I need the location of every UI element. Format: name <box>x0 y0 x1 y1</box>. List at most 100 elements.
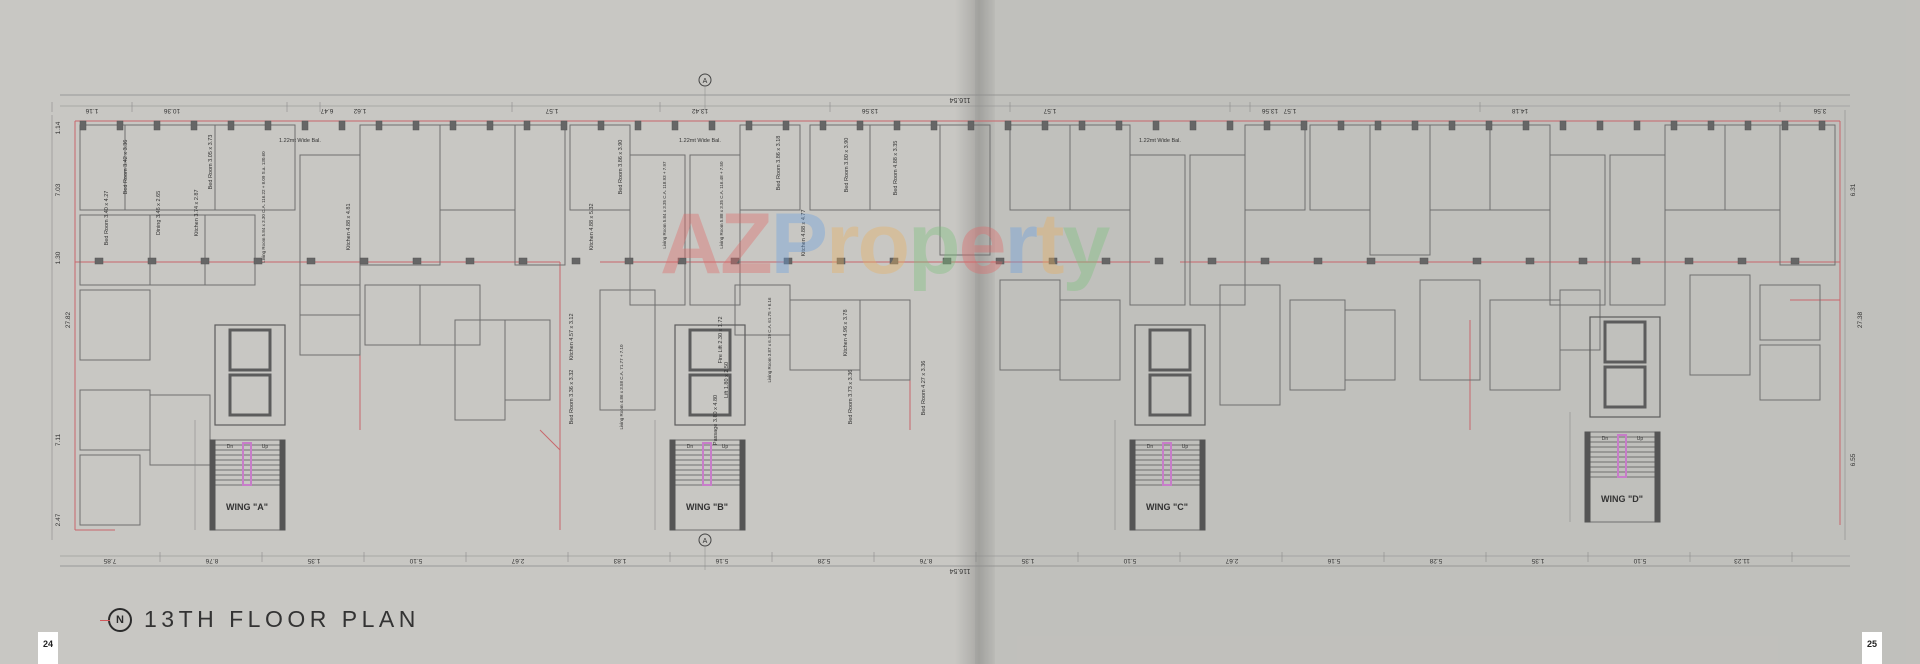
wall-column <box>1472 257 1482 265</box>
wall-column <box>836 257 846 265</box>
stair-handrail <box>242 442 252 486</box>
room-outline <box>1059 299 1121 381</box>
bottom-dimension-label: 8.76 <box>919 557 932 564</box>
wing-label: WING "D" <box>1601 494 1643 504</box>
section-marker-label: A <box>703 538 708 545</box>
book-spine <box>955 0 995 664</box>
top-dimension-label: 14.18 <box>1511 107 1528 114</box>
room-label: Bed Room 3.80 x 3.90 <box>844 138 850 193</box>
wall-column <box>930 120 938 131</box>
wall-column <box>967 120 975 131</box>
wing-label: WING "A" <box>226 502 268 512</box>
wall-column <box>1207 257 1217 265</box>
top-dimension-label: 1.57 <box>545 107 558 114</box>
room-label: Bed Room 3.42 x 3.36 <box>123 140 129 195</box>
wall-column <box>412 120 420 131</box>
page-title: 13TH FLOOR PLAN <box>144 606 420 632</box>
room-outline <box>504 319 551 401</box>
room-outline <box>1419 279 1481 381</box>
room-outline <box>79 454 141 526</box>
top-dimension-label: 13.42 <box>691 107 708 114</box>
room-outline <box>689 154 741 306</box>
wall-column <box>449 120 457 131</box>
staircase-wall <box>1129 439 1136 531</box>
side-dimension-label: 2.47 <box>55 513 62 526</box>
lift-core <box>1134 324 1206 426</box>
wall-column <box>1781 120 1789 131</box>
room-label: Living Room 5.88 x 3.35 C.A. 116.48 + 7.… <box>719 161 724 249</box>
wall-column <box>359 257 369 265</box>
room-label: Bed Room 3.86 x 3.18 <box>776 136 782 191</box>
wall-column <box>1411 120 1419 131</box>
lift-shaft <box>688 373 732 417</box>
room-outline <box>1724 124 1781 211</box>
room-label: Kitchen 4.96 x 3.78 <box>843 309 849 356</box>
staircase-wall <box>209 439 216 531</box>
wall-column <box>147 257 157 265</box>
room-outline <box>1429 124 1491 211</box>
room-outline <box>1559 289 1601 351</box>
side-dimension-label: 1.14 <box>55 121 62 134</box>
wall-column <box>190 120 198 131</box>
wall-column <box>1596 120 1604 131</box>
wall-column <box>94 257 104 265</box>
stair-up-label: Up <box>262 444 269 450</box>
room-outline <box>1759 284 1821 341</box>
bottom-dimension-label: 7.85 <box>103 557 116 564</box>
wall-column <box>79 120 87 131</box>
room-label: Living Room 3.87 x 6.19 C.A. 61.75 + 6.1… <box>767 297 772 382</box>
wall-column <box>1004 120 1012 131</box>
room-outline <box>1369 124 1431 256</box>
wall-column <box>1818 120 1826 131</box>
lift-shaft <box>1148 373 1192 417</box>
room-outline <box>789 299 861 371</box>
top-dimension-label: 3.56 <box>1813 107 1826 114</box>
room-outline <box>439 124 516 211</box>
side-dimension-label: 7.11 <box>55 434 62 447</box>
room-label: Bed Room 3.86 x 3.90 <box>618 140 624 195</box>
wall-column <box>465 257 475 265</box>
red-boundary-line <box>539 429 561 451</box>
wall-column <box>856 120 864 131</box>
wall-column <box>200 257 210 265</box>
lift-shaft <box>1603 365 1647 409</box>
wall-column <box>1707 120 1715 131</box>
room-label: Kitchen 4.57 x 3.12 <box>569 313 575 360</box>
wall-column <box>153 120 161 131</box>
wall-column <box>1048 257 1058 265</box>
fire-lift-shaft <box>688 328 732 372</box>
room-outline <box>1344 309 1396 381</box>
plan-title: N 13TH FLOOR PLAN <box>100 606 420 633</box>
room-label: Bed Room 3.73 x 3.36 <box>848 370 854 425</box>
room-label: Kitchen 4.88 x 5.32 <box>589 203 595 250</box>
watermark-letter: p <box>908 196 961 292</box>
room-outline <box>1219 284 1281 406</box>
stair-down-label: Dn <box>227 444 234 450</box>
room-outline <box>214 124 296 211</box>
overall-dimension-label: 116.54 <box>949 567 970 574</box>
wall-column <box>1790 257 1800 265</box>
wall-column <box>1337 120 1345 131</box>
watermark-letter: r <box>826 196 859 292</box>
room-outline <box>1489 299 1561 391</box>
wall-column <box>1041 120 1049 131</box>
wall-column <box>253 257 263 265</box>
bottom-dimension-label: 5.10 <box>1123 557 1136 564</box>
room-label: Lift 1.80 x 2.50 <box>724 362 730 398</box>
room-label: Bed Room 4.88 x 3.35 <box>893 141 899 196</box>
staircase-wall <box>739 439 746 531</box>
wall-column <box>1300 120 1308 131</box>
watermark-letter: e <box>958 196 1007 292</box>
bottom-dimension-label: 1.35 <box>1531 557 1544 564</box>
wall-column <box>634 120 642 131</box>
room-label: Kitchen 3.74 x 2.87 <box>194 189 200 236</box>
wall-column <box>1313 257 1323 265</box>
watermark-letter: A <box>660 196 722 292</box>
watermark-letter: y <box>1062 196 1111 292</box>
room-label: Living Room 4.86 x 3.58 C.A. 71.77 + 7.1… <box>619 344 624 429</box>
wall-column <box>745 120 753 131</box>
wall-column <box>677 257 687 265</box>
room-outline <box>79 389 151 451</box>
page-number-left: 24 <box>38 632 58 664</box>
section-marker-label: A <box>703 78 708 85</box>
